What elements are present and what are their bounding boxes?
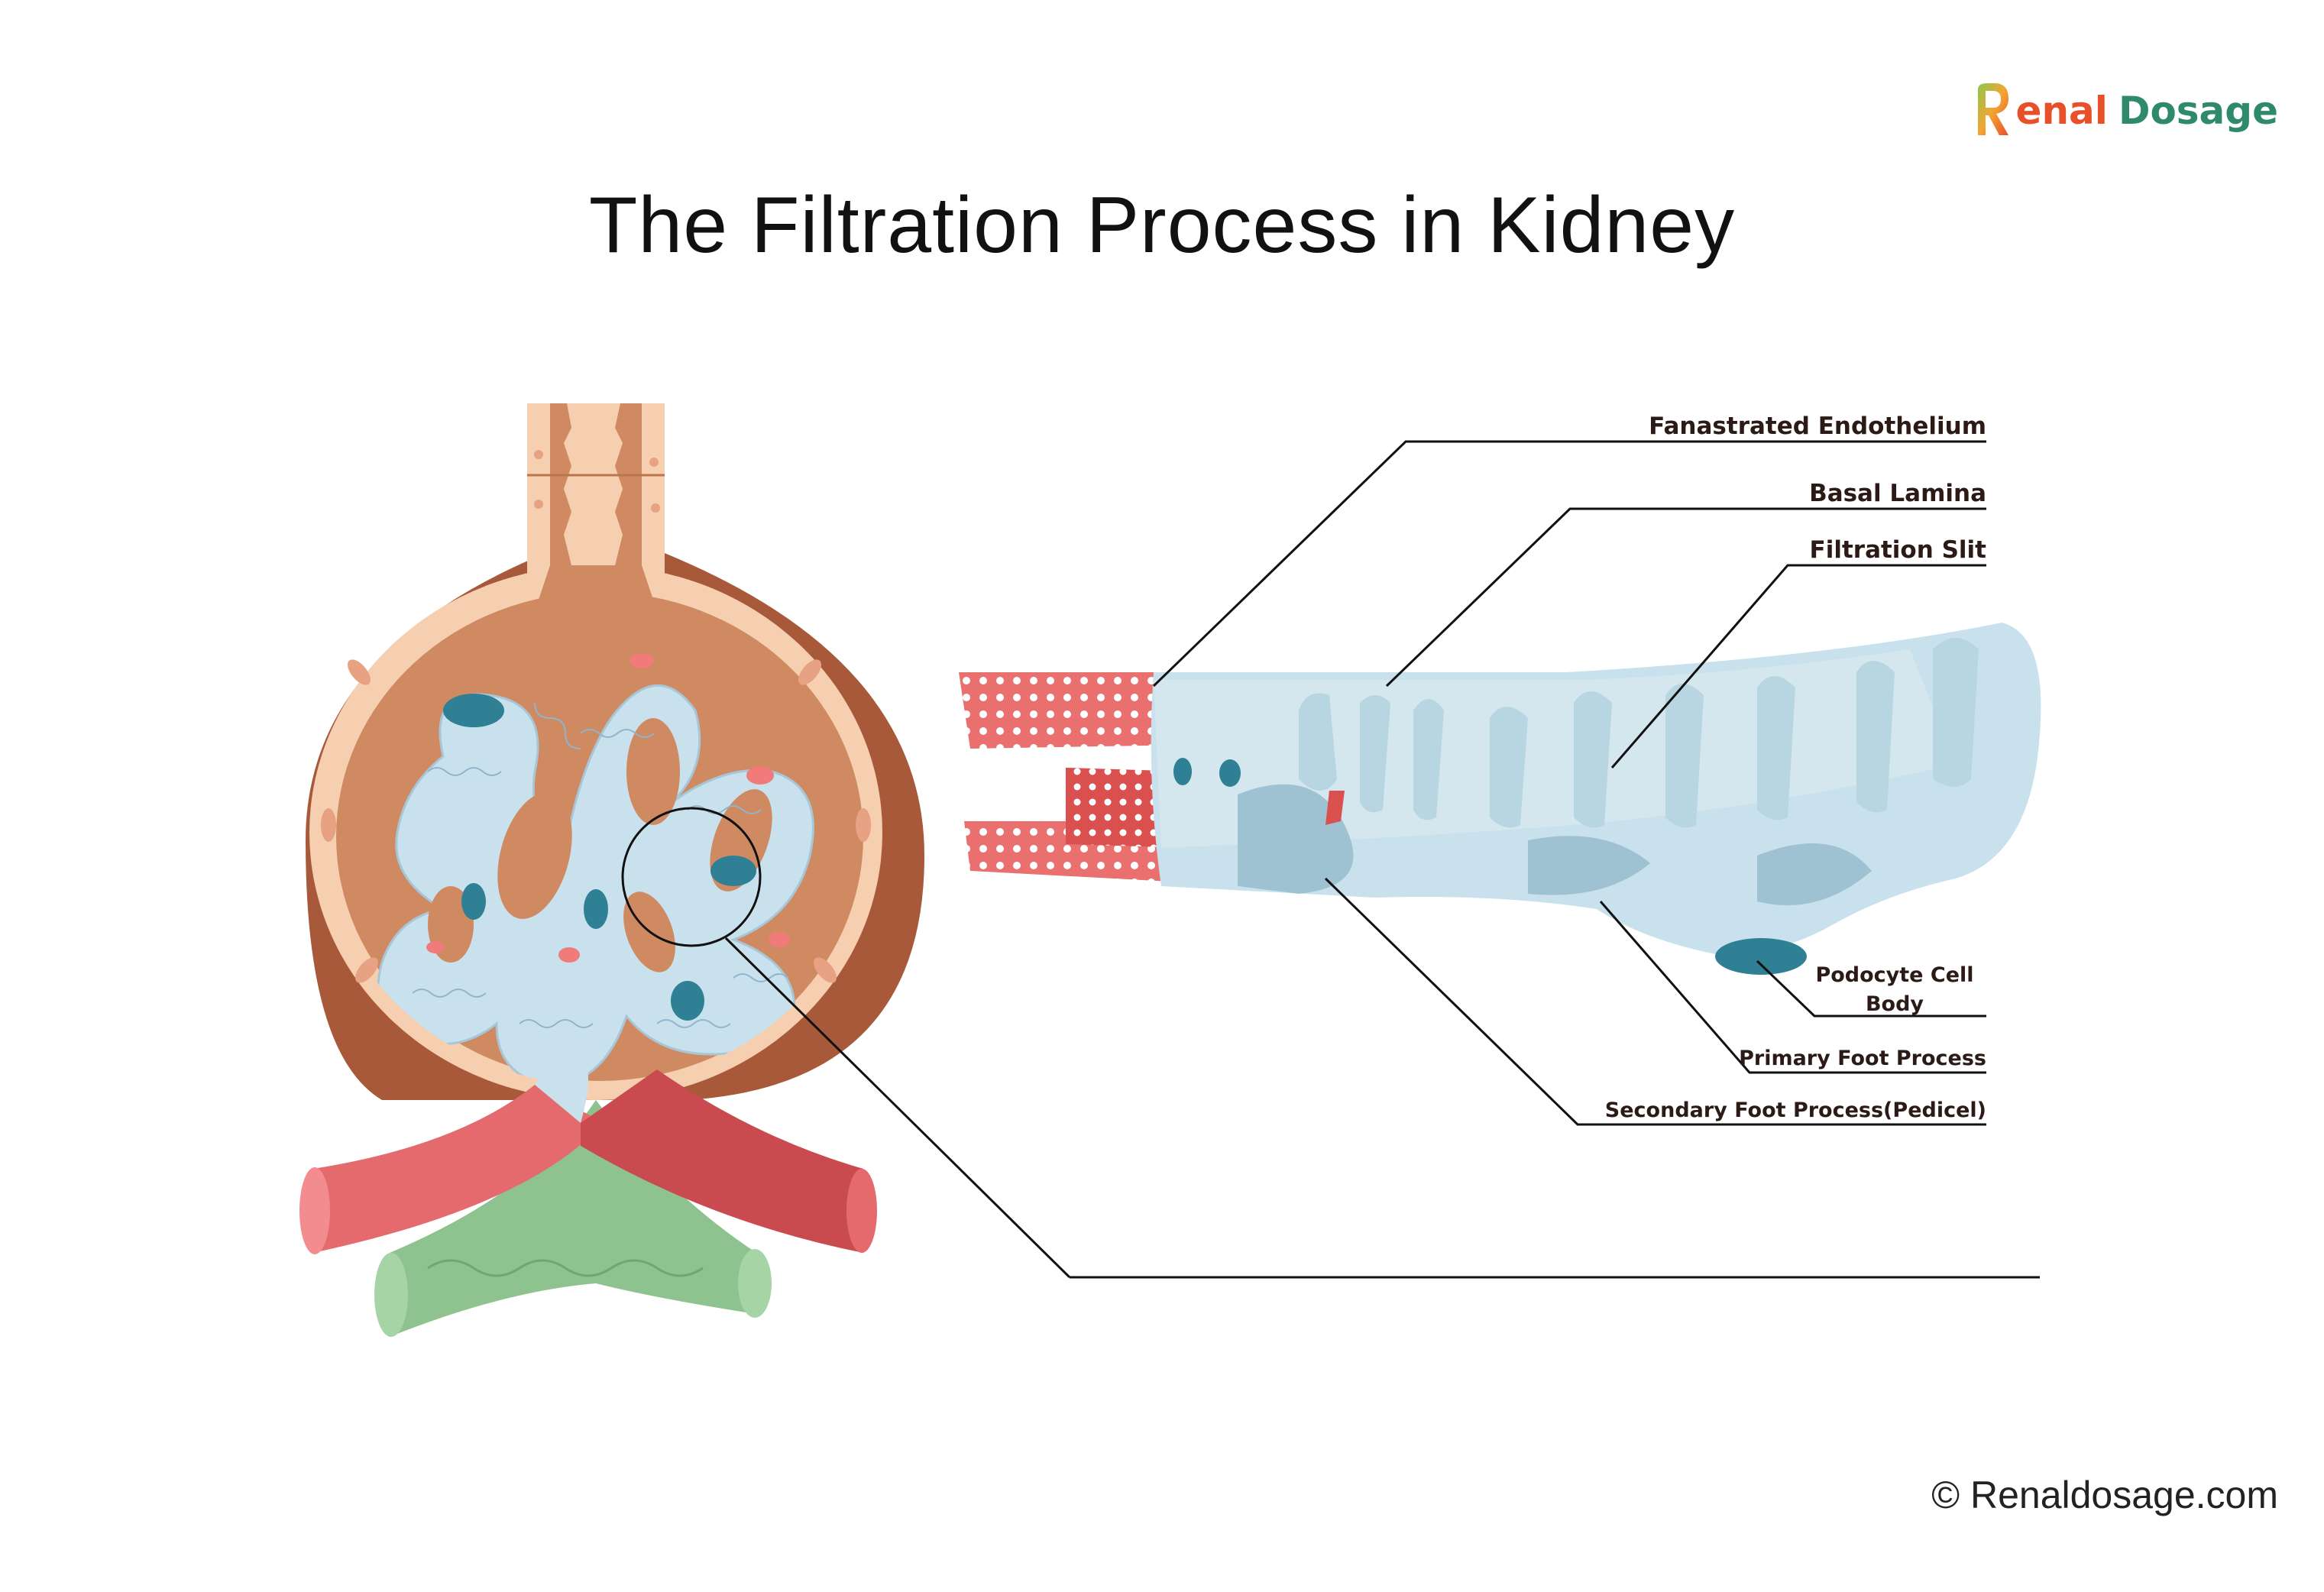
label-podocyte-cell-body: Podocyte Cell Body [1815,963,1974,1016]
filtration-barrier [959,623,2041,975]
magnifier-leader [724,937,1071,1279]
label-fenestrated-endothelium: Fanastrated Endothelium [1649,413,1986,440]
leader-lines [1152,440,1986,1126]
page-title: The Filtration Process in Kidney [588,181,1736,270]
brand-name-first: enal [2015,89,2108,133]
endothelium-top [959,672,1192,749]
brand-name-second: Dosage [2118,89,2278,133]
copyright-notice: © Renaldosage.com [1931,1474,2278,1516]
label-primary-foot-process: Primary Foot Process [1739,1047,1986,1070]
label-filtration-slit: Filtration Slit [1809,536,1986,564]
label-basal-lamina: Basal Lamina [1809,480,1986,507]
magnifier-circle [621,807,762,947]
vein [390,1100,756,1337]
label-secondary-foot-process: Secondary Foot Process(Pedicel) [1604,1099,1986,1122]
brand-r-icon: R [1977,83,2008,135]
brand-logo: R enal Dosage [1970,76,2278,145]
glomerular-capillaries [377,653,814,1085]
podocyte-nucleus [1715,938,1807,975]
efferent-arteriole [581,1069,863,1253]
afferent-arteriole [313,1085,604,1253]
blood-vessels [299,1050,877,1337]
